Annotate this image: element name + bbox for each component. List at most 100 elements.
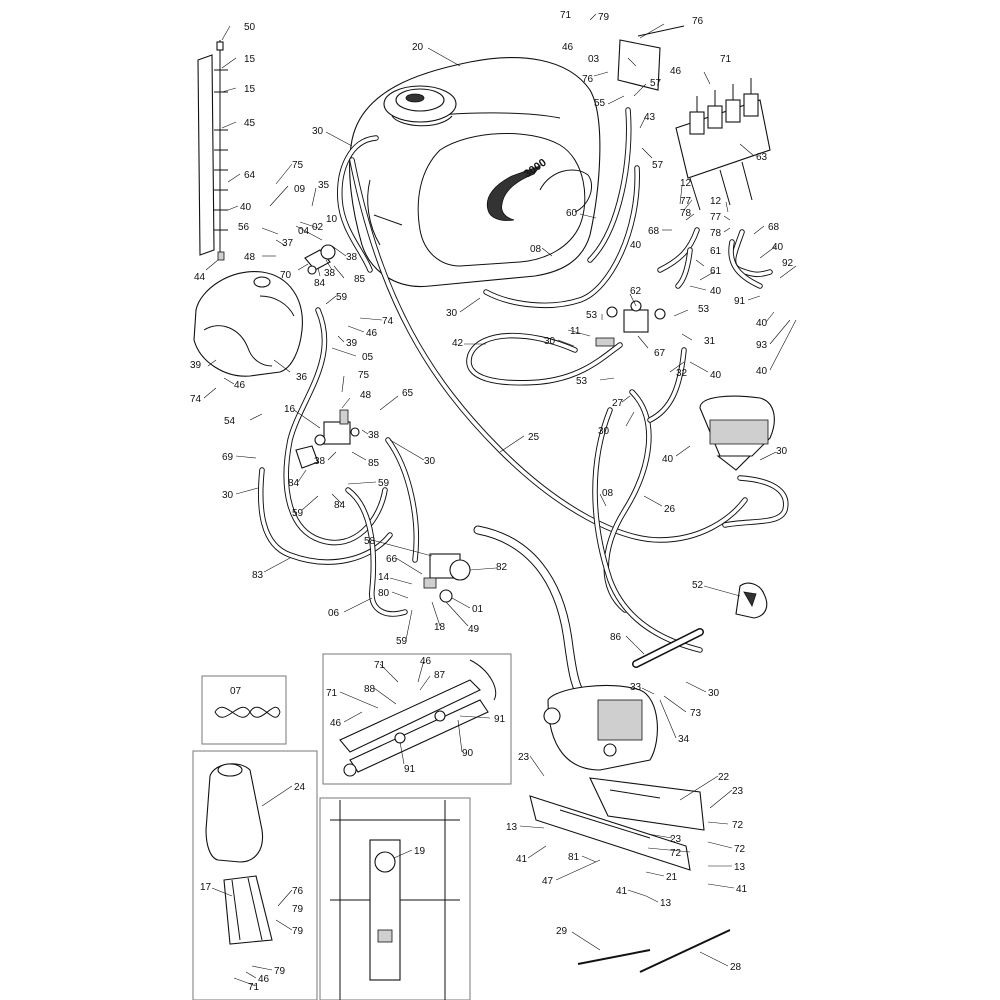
callout-c55: 55 (594, 98, 606, 109)
callout-c40f: 40 (756, 366, 768, 377)
callout-c03: 03 (588, 54, 600, 65)
callout-c77b: 77 (710, 212, 722, 223)
mounting-plate-03 (617, 25, 685, 91)
callout-c14: 14 (378, 572, 390, 583)
callout-c53b: 53 (698, 304, 710, 315)
callout-c34: 34 (678, 734, 690, 745)
callout-c57b: 57 (652, 160, 664, 171)
callout-c78a: 78 (680, 208, 692, 219)
callout-c23b: 23 (732, 786, 744, 797)
callout-c53c: 53 (576, 376, 588, 387)
callout-c12b: 12 (710, 196, 722, 207)
callout-c65: 65 (402, 388, 414, 399)
callout-c85a: 85 (354, 274, 366, 285)
callout-c72c: 72 (734, 844, 746, 855)
callout-c60: 60 (566, 208, 578, 219)
callout-c07: 07 (230, 686, 242, 697)
callout-c08b: 08 (602, 488, 614, 499)
callout-c79c: 79 (274, 966, 286, 977)
callout-c30b: 30 (446, 308, 458, 319)
callout-c38b: 38 (346, 252, 358, 263)
pump (543, 685, 658, 771)
callout-c23a: 23 (518, 752, 530, 763)
callout-c37: 37 (282, 238, 294, 249)
callout-c39b: 39 (190, 360, 202, 371)
callout-c40e: 40 (756, 318, 768, 329)
callout-c72b: 72 (670, 848, 682, 859)
callout-labels: 50 15 15 45 64 40 44 75 09 35 10 02 04 5… (190, 10, 794, 993)
hoses (257, 107, 789, 705)
callout-c30a: 30 (312, 126, 324, 137)
callout-c91a: 91 (734, 296, 746, 307)
callout-c71d: 71 (326, 688, 338, 699)
callout-c46b: 46 (670, 66, 682, 77)
callout-c84a: 84 (314, 278, 326, 289)
callout-c69: 69 (222, 452, 234, 463)
callout-c30c: 30 (544, 336, 556, 347)
callout-c18: 18 (434, 622, 446, 633)
callout-c46d: 46 (234, 380, 246, 391)
callout-c79b: 79 (292, 926, 304, 937)
callout-c83: 83 (252, 570, 264, 581)
callout-c76c: 76 (292, 886, 304, 897)
filter-bowl (699, 395, 775, 471)
callout-c61b: 61 (710, 266, 722, 277)
callout-c46c: 46 (366, 328, 378, 339)
callout-c46g: 46 (258, 974, 270, 985)
callout-c38d: 38 (314, 456, 326, 467)
callout-c17: 17 (200, 882, 212, 893)
callout-c13c: 13 (660, 898, 672, 909)
callout-c10: 10 (326, 214, 338, 225)
callout-c42: 42 (452, 338, 464, 349)
callout-c08a: 08 (530, 244, 542, 255)
callout-c36: 36 (296, 372, 308, 383)
callout-c09: 09 (294, 184, 306, 195)
callout-c13b: 13 (734, 862, 746, 873)
callout-c82: 82 (496, 562, 508, 573)
callout-c30g: 30 (776, 446, 788, 457)
callout-c33: 33 (630, 682, 642, 693)
callout-c39a: 39 (346, 338, 358, 349)
inset-frame-19 (319, 797, 471, 1000)
callout-c06: 06 (328, 608, 340, 619)
callout-c30h: 30 (708, 688, 720, 699)
callout-c79d: 79 (292, 904, 304, 915)
callout-c76b: 76 (582, 74, 594, 85)
callout-c54: 54 (224, 416, 236, 427)
manifold-63 (675, 78, 771, 211)
callout-c47: 47 (542, 876, 554, 887)
callout-c93: 93 (756, 340, 768, 351)
fittings-70-84 (295, 244, 336, 469)
inset-boom-frame (322, 653, 512, 785)
callout-c64: 64 (244, 170, 256, 181)
callout-c26: 26 (664, 504, 676, 515)
callout-c32: 32 (676, 368, 688, 379)
callout-c79a: 79 (598, 12, 610, 23)
fitting-62-assembly (595, 300, 666, 347)
callout-c40g: 40 (710, 370, 722, 381)
callout-c38c: 38 (368, 430, 380, 441)
callout-c24: 24 (294, 782, 306, 793)
callout-c53a: 53 (586, 310, 598, 321)
callout-c78b: 78 (710, 228, 722, 239)
callout-c15b: 15 (244, 84, 256, 95)
callout-c71b: 71 (720, 54, 732, 65)
callout-c41c: 41 (736, 884, 748, 895)
callout-c01: 01 (472, 604, 484, 615)
callout-c61a: 61 (710, 246, 722, 257)
callout-c68b: 68 (768, 222, 780, 233)
spray-bar-45 (197, 40, 228, 261)
callout-c28: 28 (730, 962, 742, 973)
callout-c02: 02 (312, 222, 324, 233)
leader-lines (203, 13, 797, 987)
callout-c73: 73 (690, 708, 702, 719)
callout-c90: 90 (462, 748, 474, 759)
callout-c52: 52 (692, 580, 704, 591)
callout-c80: 80 (378, 588, 390, 599)
callout-c04: 04 (298, 226, 310, 237)
callout-c41a: 41 (516, 854, 528, 865)
small-valve-16 (314, 409, 360, 446)
callout-c19: 19 (414, 846, 426, 857)
callout-c48a: 48 (244, 252, 256, 263)
